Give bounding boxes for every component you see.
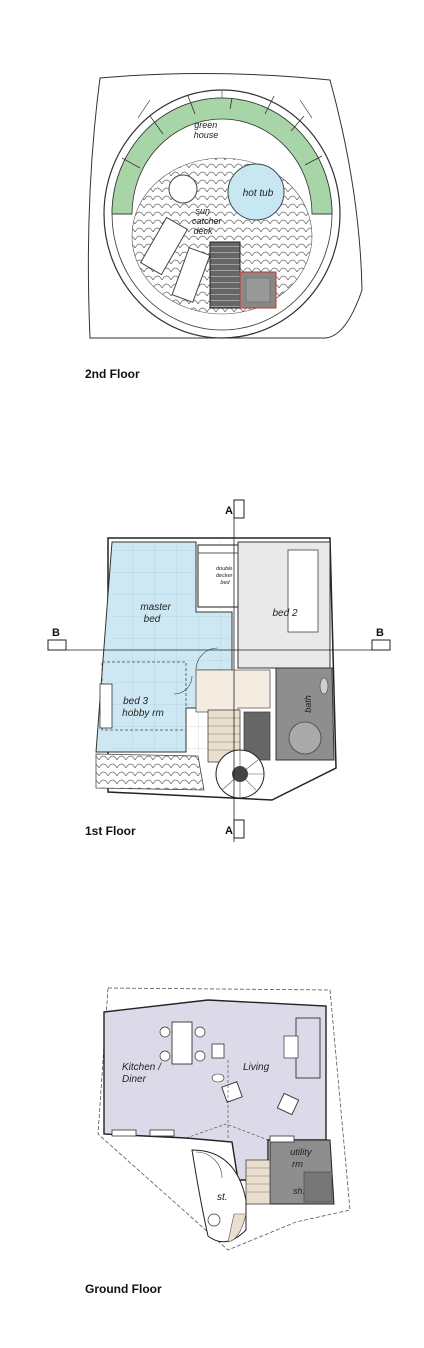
second-floor-plan: green house hot tub sun catcher deck xyxy=(87,72,363,339)
utility-label-2: rm xyxy=(292,1159,303,1170)
landing-area xyxy=(195,669,271,713)
utility-label: utility xyxy=(290,1147,313,1158)
ground-floor-caption: Ground Floor xyxy=(85,1282,162,1296)
greenhouse-glazing-bars xyxy=(112,95,332,215)
double-decker-label: double xyxy=(216,566,233,572)
second-floor-caption: 2nd Floor xyxy=(85,367,140,381)
armchair-2 xyxy=(276,1092,300,1116)
kitchen-label-2: Diner xyxy=(122,1074,147,1085)
master-bed-label: master xyxy=(140,602,171,613)
balcony-deck xyxy=(95,753,205,791)
armchair-1 xyxy=(221,1081,243,1103)
bath-label: bath xyxy=(303,695,313,713)
sofa xyxy=(295,1017,321,1079)
round-table xyxy=(168,174,198,204)
site-boundary xyxy=(97,987,351,1251)
roof-stair xyxy=(209,241,241,309)
hot-tub-label: hot tub xyxy=(243,188,274,199)
section-a-bottom: A xyxy=(225,825,233,837)
dining-table xyxy=(171,1021,193,1065)
svg-text:utility rm: utility rm xyxy=(290,1147,314,1170)
bed3-label-2: hobby rm xyxy=(122,708,164,719)
section-b-right: B xyxy=(376,627,384,639)
svg-text:double decker bed: double decker bed xyxy=(216,566,234,586)
sun-deck-label-2: catcher xyxy=(192,216,223,226)
living-label: Living xyxy=(243,1062,270,1073)
double-decker-label-3: bed xyxy=(220,580,230,586)
ground-floor-stair xyxy=(245,1159,271,1205)
shower-label: sh. xyxy=(293,1186,305,1196)
sun-lounger-left xyxy=(139,216,189,276)
double-decker-label-2: decker xyxy=(216,573,234,579)
bed3-label: bed 3 xyxy=(123,696,148,707)
roof-ribs xyxy=(137,90,313,119)
svg-text:sun catcher deck: sun catcher deck xyxy=(192,206,224,236)
sun-deck-label-3: deck xyxy=(193,226,213,236)
first-floor-caption: 1st Floor xyxy=(85,824,136,838)
greenhouse-label-2: house xyxy=(194,130,219,140)
kitchen-label: Kitchen / xyxy=(122,1062,162,1073)
greenhouse-label: green xyxy=(194,120,217,130)
bed2-label: bed 2 xyxy=(272,608,297,619)
svg-text:Kitchen / Diner: Kitchen / Diner xyxy=(122,1062,164,1085)
sun-lounger-right xyxy=(171,247,211,303)
svg-text:master bed: master bed xyxy=(140,602,173,625)
hot-tub xyxy=(227,163,285,221)
sun-deck-label: sun xyxy=(195,206,210,216)
first-floor-plan: A A B B double decker bed master bed bed… xyxy=(47,499,391,842)
ground-floor-plan: Kitchen / Diner Living utility rm sh. st… xyxy=(97,987,351,1251)
svg-text:green house: green house xyxy=(194,120,220,140)
section-a-top: A xyxy=(225,505,233,517)
master-bed-label-2: bed xyxy=(144,614,161,625)
svg-text:bed 3 hobby rm: bed 3 hobby rm xyxy=(122,696,164,719)
section-b-left: B xyxy=(52,627,60,639)
store-label: st. xyxy=(217,1192,228,1203)
